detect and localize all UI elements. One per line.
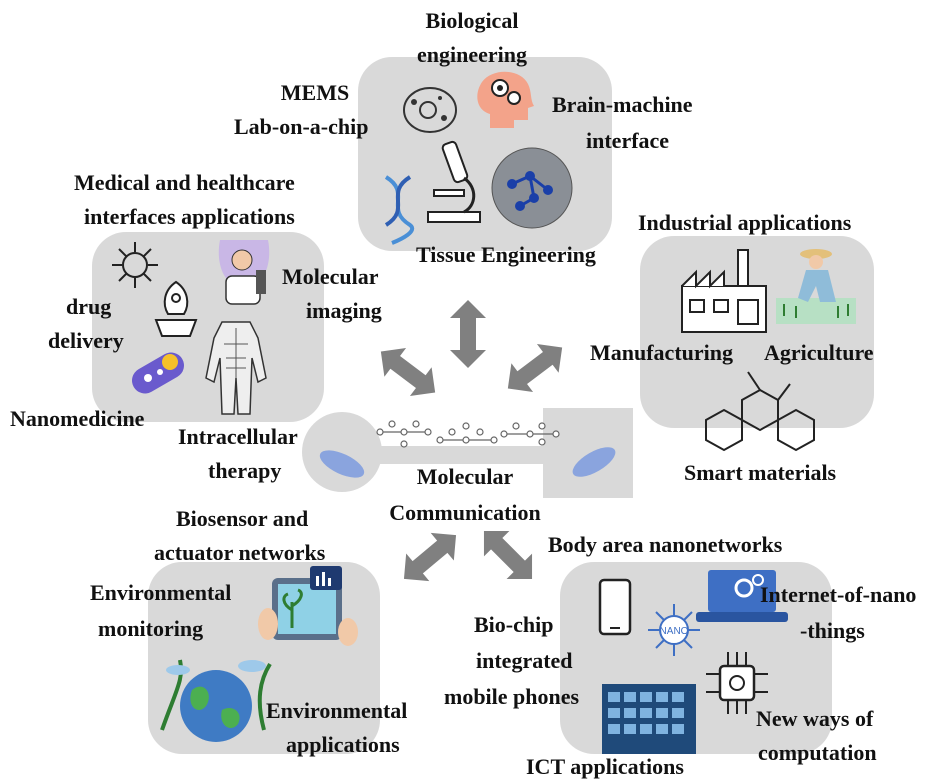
globe-icon: [160, 659, 272, 742]
virus-icon: [112, 242, 158, 288]
chip-icon: [706, 652, 768, 714]
biological-engineering-l2: engineering: [417, 42, 527, 67]
svg-text:NANO: NANO: [660, 626, 689, 637]
medical-l1: Medical and healthcare: [74, 170, 295, 195]
smart-materials-label: Smart materials: [684, 460, 837, 485]
microscope-icon: [427, 140, 481, 223]
laptop-icon: [696, 570, 788, 622]
smartphone-icon: [598, 578, 632, 636]
molecule-icon: [705, 371, 815, 452]
left-panel: [92, 232, 324, 422]
pill-icon: [132, 352, 184, 394]
env-monitoring-l2: monitoring: [98, 616, 204, 641]
biochip-l1: Bio-chip: [474, 612, 554, 637]
biochip-l2: integrated: [476, 648, 573, 673]
iont-l2: -things: [800, 618, 865, 643]
tissue-engineering-label: Tissue Engineering: [416, 242, 596, 267]
intracellular-l2: therapy: [208, 458, 282, 483]
intracellular-l1: Intracellular: [178, 424, 298, 449]
factory-icon: [681, 249, 767, 333]
env-monitoring-l1: Environmental: [90, 580, 232, 605]
channel: [370, 446, 545, 464]
new-ways-l1: New ways of: [756, 706, 874, 731]
lab-on-chip-label: Lab-on-a-chip: [234, 114, 369, 139]
industrial-label: Industrial applications: [638, 210, 852, 235]
iont-l1: Internet-of-nano: [760, 582, 917, 607]
medical-l2: interfaces applications: [84, 204, 295, 229]
brain-gears-icon: [477, 71, 534, 128]
nano-icon: NANO: [648, 604, 700, 656]
env-applications-l2: applications: [286, 732, 400, 757]
brain-machine-l1: Brain-machine: [552, 92, 693, 117]
drug-delivery-l2: delivery: [48, 328, 124, 353]
body-area-label: Body area nanonetworks: [548, 532, 783, 557]
scientist-icon: [218, 240, 270, 305]
molecular-imaging-l1: Molecular: [282, 264, 379, 289]
biosensor-l1: Biosensor and: [176, 506, 309, 531]
anatomy-icon: [205, 321, 267, 415]
molecule-chain: [376, 420, 560, 448]
center-label-1: Molecular: [416, 464, 514, 489]
nanomedicine-label: Nanomedicine: [10, 406, 145, 431]
farmer-icon: [776, 249, 856, 324]
env-applications-l1: Environmental: [266, 698, 408, 723]
manufacturing-label: Manufacturing: [590, 340, 733, 365]
dna-icon: [384, 175, 414, 245]
molecular-imaging-l2: imaging: [306, 298, 382, 323]
receiver-box: [543, 408, 633, 498]
center-label-2: Communication: [389, 500, 541, 525]
biochip-l3: mobile phones: [444, 684, 580, 709]
biosensor-l2: actuator networks: [154, 540, 326, 565]
cell-icon: [403, 87, 457, 133]
network-icon: [491, 147, 573, 229]
drug-delivery-l1: drug: [66, 294, 112, 319]
new-ways-l2: computation: [758, 740, 877, 765]
biological-engineering-l1: Biological: [425, 8, 519, 33]
nanobot-icon: [154, 280, 198, 337]
ict-label: ICT applications: [526, 754, 684, 779]
brain-machine-l2: interface: [586, 128, 670, 153]
mems-label: MEMS: [280, 80, 350, 105]
agriculture-label: Agriculture: [764, 340, 874, 365]
keyboard-icon: [602, 684, 696, 754]
tablet-plant-icon: [258, 566, 358, 646]
